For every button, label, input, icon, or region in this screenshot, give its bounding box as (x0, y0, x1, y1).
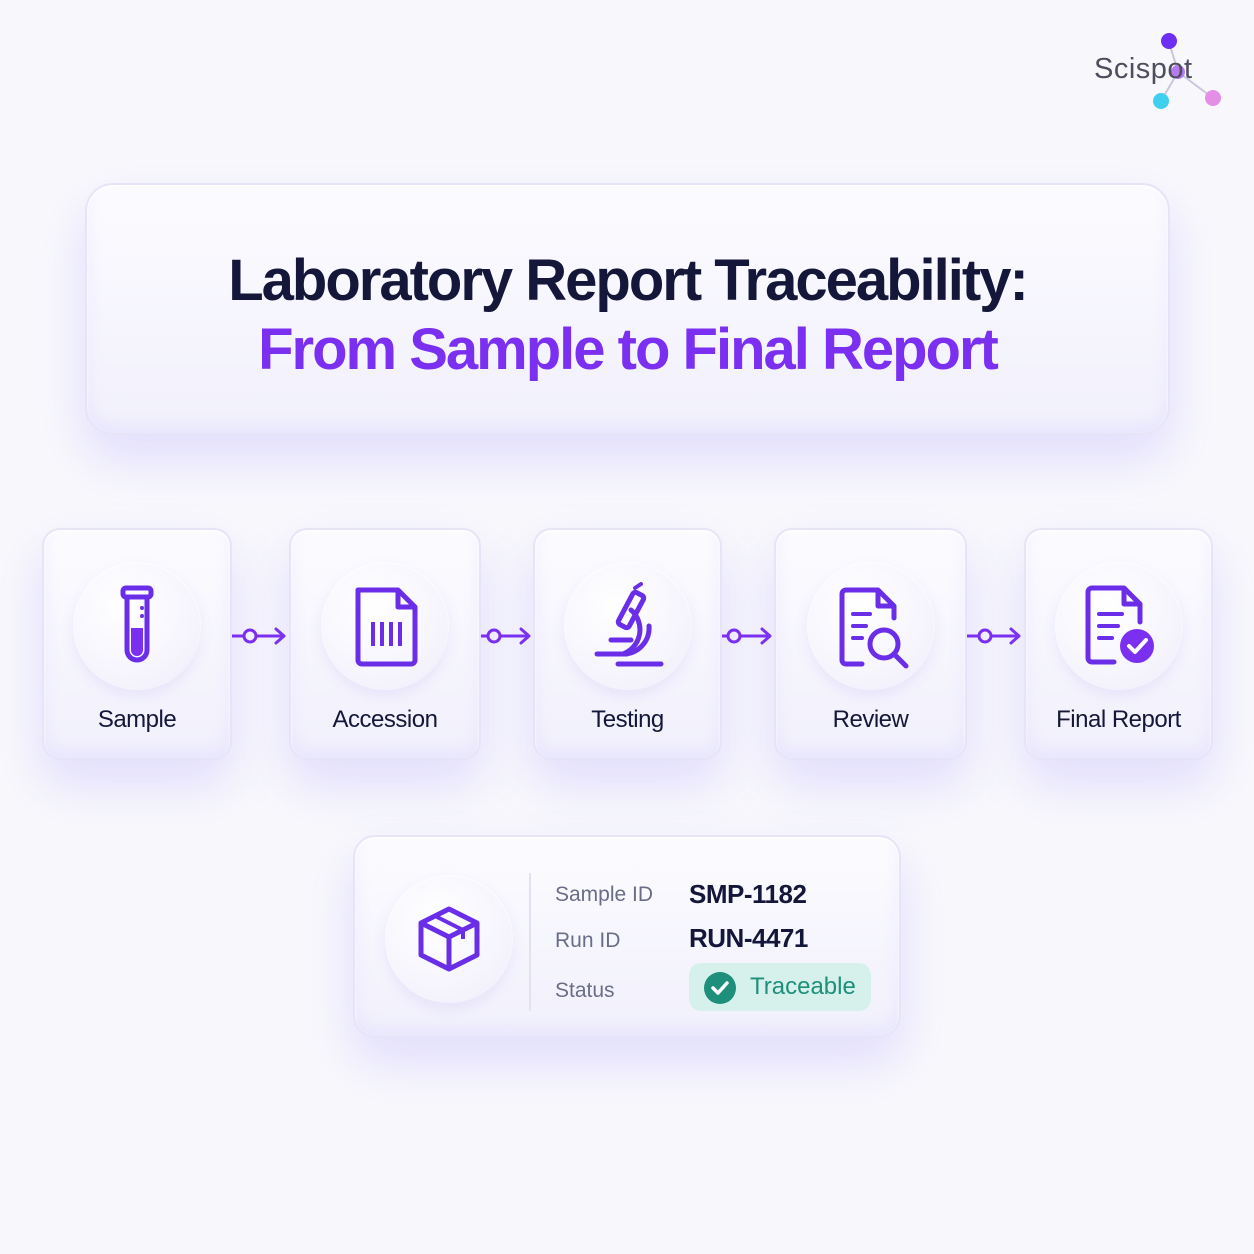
arrow-connector-icon (722, 627, 772, 645)
page-subtitle: From Sample to Final Report (258, 317, 999, 382)
step-label: Review (832, 706, 909, 733)
status-value: Traceable (750, 973, 856, 1000)
document-check-icon (1085, 585, 1154, 665)
arrow-connector-icon (967, 627, 1021, 645)
arrow-connector-icon (232, 627, 286, 645)
step-label: Final Report (1056, 706, 1181, 733)
step-final-report: Final Report (1024, 528, 1213, 760)
step-accession: Accession (289, 528, 481, 760)
step-icon-circle (73, 562, 201, 690)
package-box-icon (418, 906, 480, 972)
sample-id-value: SMP-1182 (689, 879, 807, 909)
status-badge: Traceable (689, 963, 871, 1011)
traceability-info-card: Sample ID SMP-1182 Run ID RUN-4471 Statu… (353, 835, 901, 1038)
test-tube-icon (120, 585, 154, 663)
logo-wordmark: Scispot (1094, 53, 1193, 85)
run-id-value: RUN-4471 (689, 923, 808, 953)
info-divider (529, 873, 531, 1011)
check-circle-icon (704, 972, 736, 1004)
step-sample: Sample (42, 528, 232, 760)
document-search-icon (839, 587, 908, 669)
step-review: Review (774, 528, 967, 760)
step-label: Accession (332, 706, 438, 733)
barcode-document-icon (355, 587, 418, 667)
sample-id-label: Sample ID (555, 883, 654, 906)
page-title: Laboratory Report Traceability: (228, 248, 1029, 313)
title-card: Laboratory Report Traceability: From Sam… (85, 183, 1170, 435)
step-label: Testing (591, 706, 664, 733)
status-label: Status (555, 979, 615, 1002)
step-label: Sample (97, 706, 177, 733)
step-icon-circle (806, 562, 935, 690)
arrow-connector-icon (481, 627, 531, 645)
step-icon-circle (321, 562, 449, 690)
scispot-logo: Scispot (1090, 30, 1230, 114)
step-testing: Testing (533, 528, 722, 760)
molecule-icon (1153, 33, 1221, 109)
run-id-label: Run ID (555, 929, 621, 952)
microscope-icon (594, 582, 663, 667)
